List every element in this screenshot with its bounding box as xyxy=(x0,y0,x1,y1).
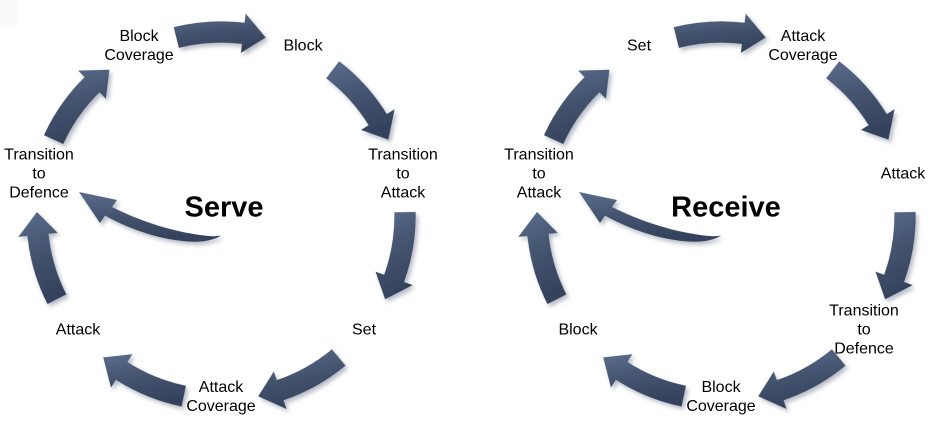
entry-arrow-serve xyxy=(79,192,221,242)
stage-label-serve-set: Set xyxy=(351,321,377,339)
stage-label-receive-transition-to-attack: Transition to Attack xyxy=(504,146,574,202)
cycle-arrow-serve-2 xyxy=(325,61,395,140)
receive-cycle-title: Receive xyxy=(671,191,781,224)
cycle-arrow-serve-7 xyxy=(43,69,110,145)
stage-label-receive-attack: Attack xyxy=(880,165,926,183)
cycle-arrow-serve-6 xyxy=(17,211,67,305)
cycle-arrow-receive-7 xyxy=(543,69,610,145)
cycle-arrow-serve-1 xyxy=(173,13,267,54)
stage-label-serve-attack: Attack xyxy=(55,321,101,339)
cycle-arrow-receive-3 xyxy=(875,211,916,300)
stage-label-serve-transition-to-attack: Transition to Attack xyxy=(368,146,438,202)
entry-arrow-receive xyxy=(579,192,721,242)
cycle-arrow-receive-6 xyxy=(517,211,567,305)
stage-label-serve-block: Block xyxy=(283,37,323,55)
cycle-arrow-receive-4 xyxy=(757,349,846,410)
stage-label-receive-block: Block xyxy=(558,321,598,339)
cycle-arrow-receive-5 xyxy=(602,353,687,407)
stage-label-serve-attack-coverage: Attack Coverage xyxy=(186,379,256,415)
stage-label-receive-transition-to-defence: Transition to Defence xyxy=(829,302,899,358)
cycle-arrow-serve-4 xyxy=(257,349,346,410)
stage-label-serve-transition-to-defence: Transition to Defence xyxy=(4,146,74,202)
cycle-arrow-serve-3 xyxy=(375,211,416,300)
cycle-arrow-receive-2 xyxy=(825,61,895,140)
cycle-arrow-receive-1 xyxy=(673,13,767,54)
corner-artifact xyxy=(0,0,17,25)
stage-label-serve-block-coverage: Block Coverage xyxy=(104,28,174,64)
stage-label-receive-attack-coverage: Attack Coverage xyxy=(768,28,838,64)
cycle-arrow-serve-5 xyxy=(102,353,187,407)
serve-cycle-title: Serve xyxy=(184,191,264,224)
stage-label-receive-set: Set xyxy=(626,37,652,55)
stage-label-receive-block-coverage: Block Coverage xyxy=(686,379,756,415)
